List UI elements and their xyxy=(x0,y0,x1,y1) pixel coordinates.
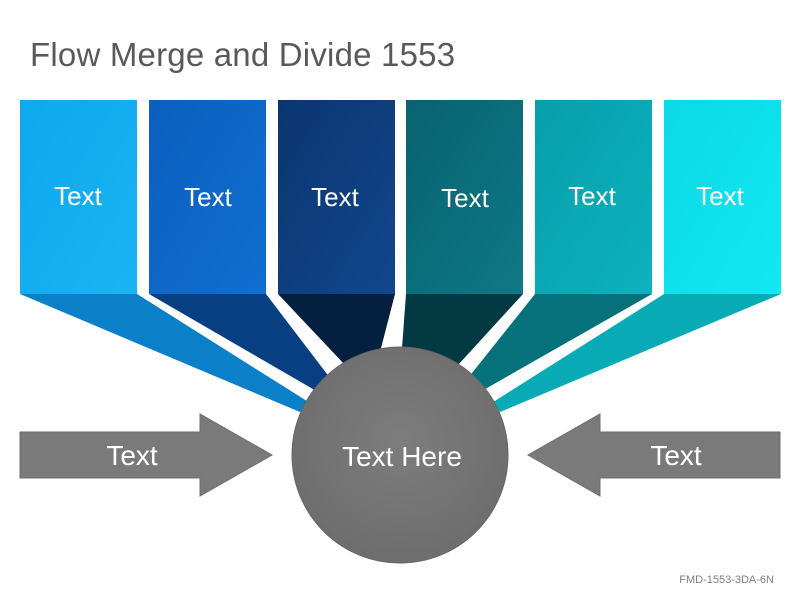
center-label: Text Here xyxy=(342,441,462,472)
funnel-6 xyxy=(490,294,781,412)
funnels xyxy=(20,294,781,412)
right-arrow[interactable]: Text xyxy=(526,413,781,497)
box-1[interactable] xyxy=(20,100,137,294)
funnel-2 xyxy=(149,294,330,392)
box-5[interactable] xyxy=(535,100,652,294)
box-4-label: Text xyxy=(441,183,489,213)
box-1-label: Text xyxy=(54,181,102,211)
page-title: Flow Merge and Divide 1553 xyxy=(30,36,456,73)
center-circle xyxy=(291,346,509,564)
funnel-3 xyxy=(278,294,395,365)
box-2[interactable] xyxy=(149,100,266,294)
box-4[interactable] xyxy=(406,100,523,294)
funnel-4 xyxy=(402,294,523,365)
left-arrow-shape xyxy=(19,413,274,497)
right-arrow-label: Text xyxy=(650,440,702,471)
funnel-1 xyxy=(20,294,318,412)
boxes: Text Text Text Text Text Text xyxy=(20,100,781,294)
box-3-label: Text xyxy=(311,182,359,212)
box-2-label: Text xyxy=(184,182,232,212)
left-arrow-label: Text xyxy=(106,440,158,471)
box-6-label: Text xyxy=(696,181,744,211)
right-arrow-shape xyxy=(526,413,781,497)
box-3[interactable] xyxy=(278,100,395,294)
box-6[interactable] xyxy=(664,100,781,294)
left-arrow[interactable]: Text xyxy=(19,413,274,497)
funnel-5 xyxy=(468,294,652,392)
box-5-label: Text xyxy=(568,181,616,211)
center-node[interactable]: Text Here xyxy=(291,346,509,564)
slide-code: FMD-1553-3DA-6N xyxy=(679,574,774,586)
